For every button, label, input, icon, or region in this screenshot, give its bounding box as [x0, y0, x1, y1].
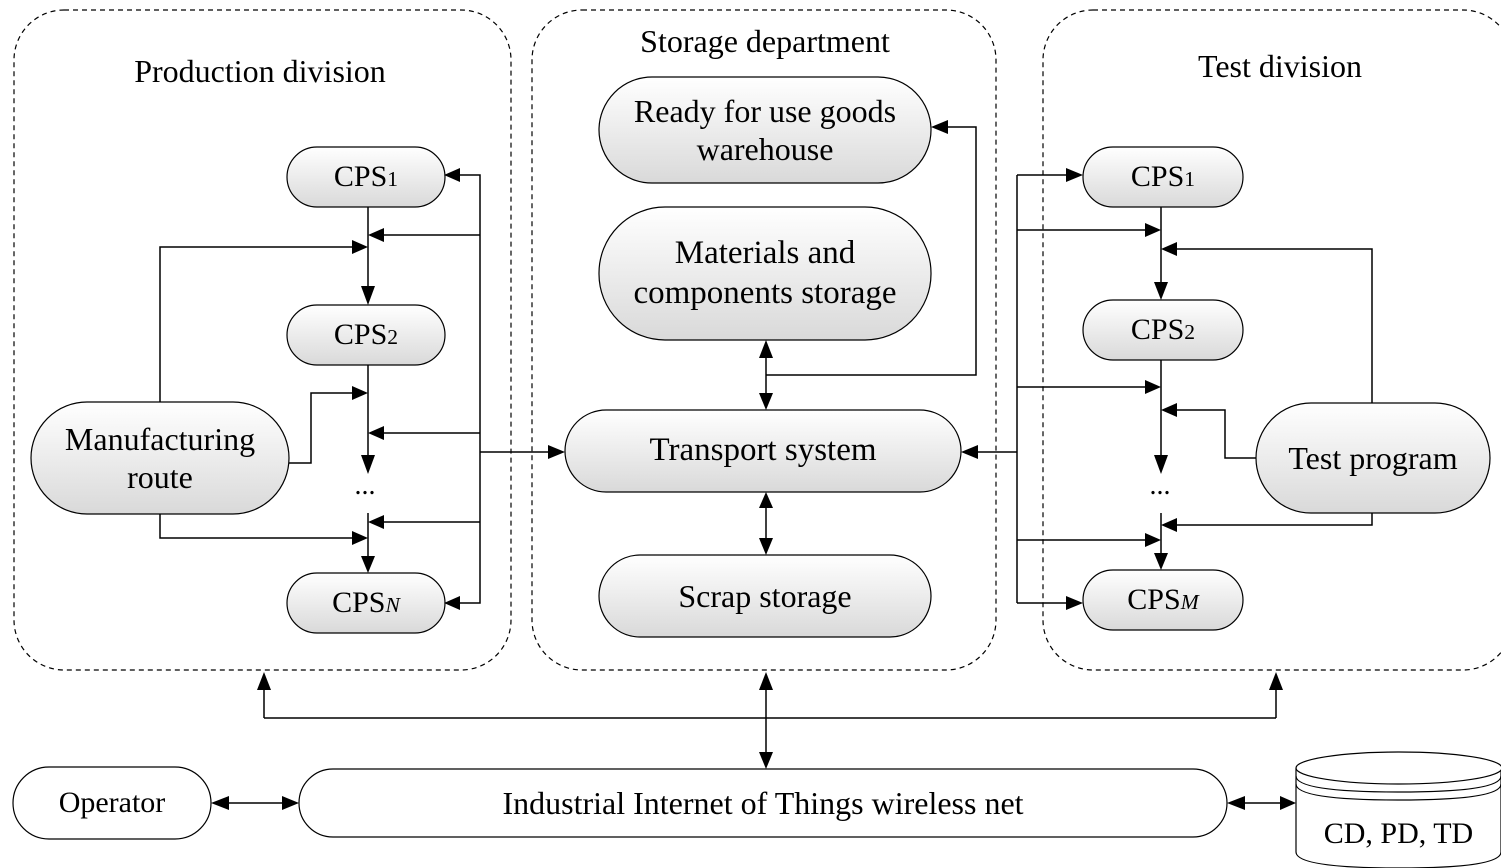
- manufacturing-route-node: [30, 401, 290, 515]
- materials-storage-node: [598, 206, 932, 341]
- connector-lines: [159, 126, 1373, 804]
- scrap-storage-node: [598, 554, 932, 638]
- production-cpsn-node: [286, 572, 446, 634]
- arrowheads: [211, 120, 1296, 810]
- storage-department-frame: [531, 9, 997, 671]
- database-icon: [1295, 751, 1501, 868]
- production-division-frame: [13, 9, 512, 671]
- iiot-network-node: [298, 768, 1228, 838]
- production-cps2-node: [286, 304, 446, 366]
- test-cpsm-node: [1082, 569, 1244, 631]
- operator-node: [12, 766, 212, 840]
- test-program-node: [1255, 402, 1491, 514]
- test-cps2-node: [1082, 299, 1244, 361]
- test-cps1-node: [1082, 146, 1244, 208]
- production-cps1-node: [286, 146, 446, 208]
- transport-system-node: [564, 409, 962, 493]
- ready-goods-warehouse-node: [598, 76, 932, 184]
- test-division-frame: [1042, 9, 1501, 671]
